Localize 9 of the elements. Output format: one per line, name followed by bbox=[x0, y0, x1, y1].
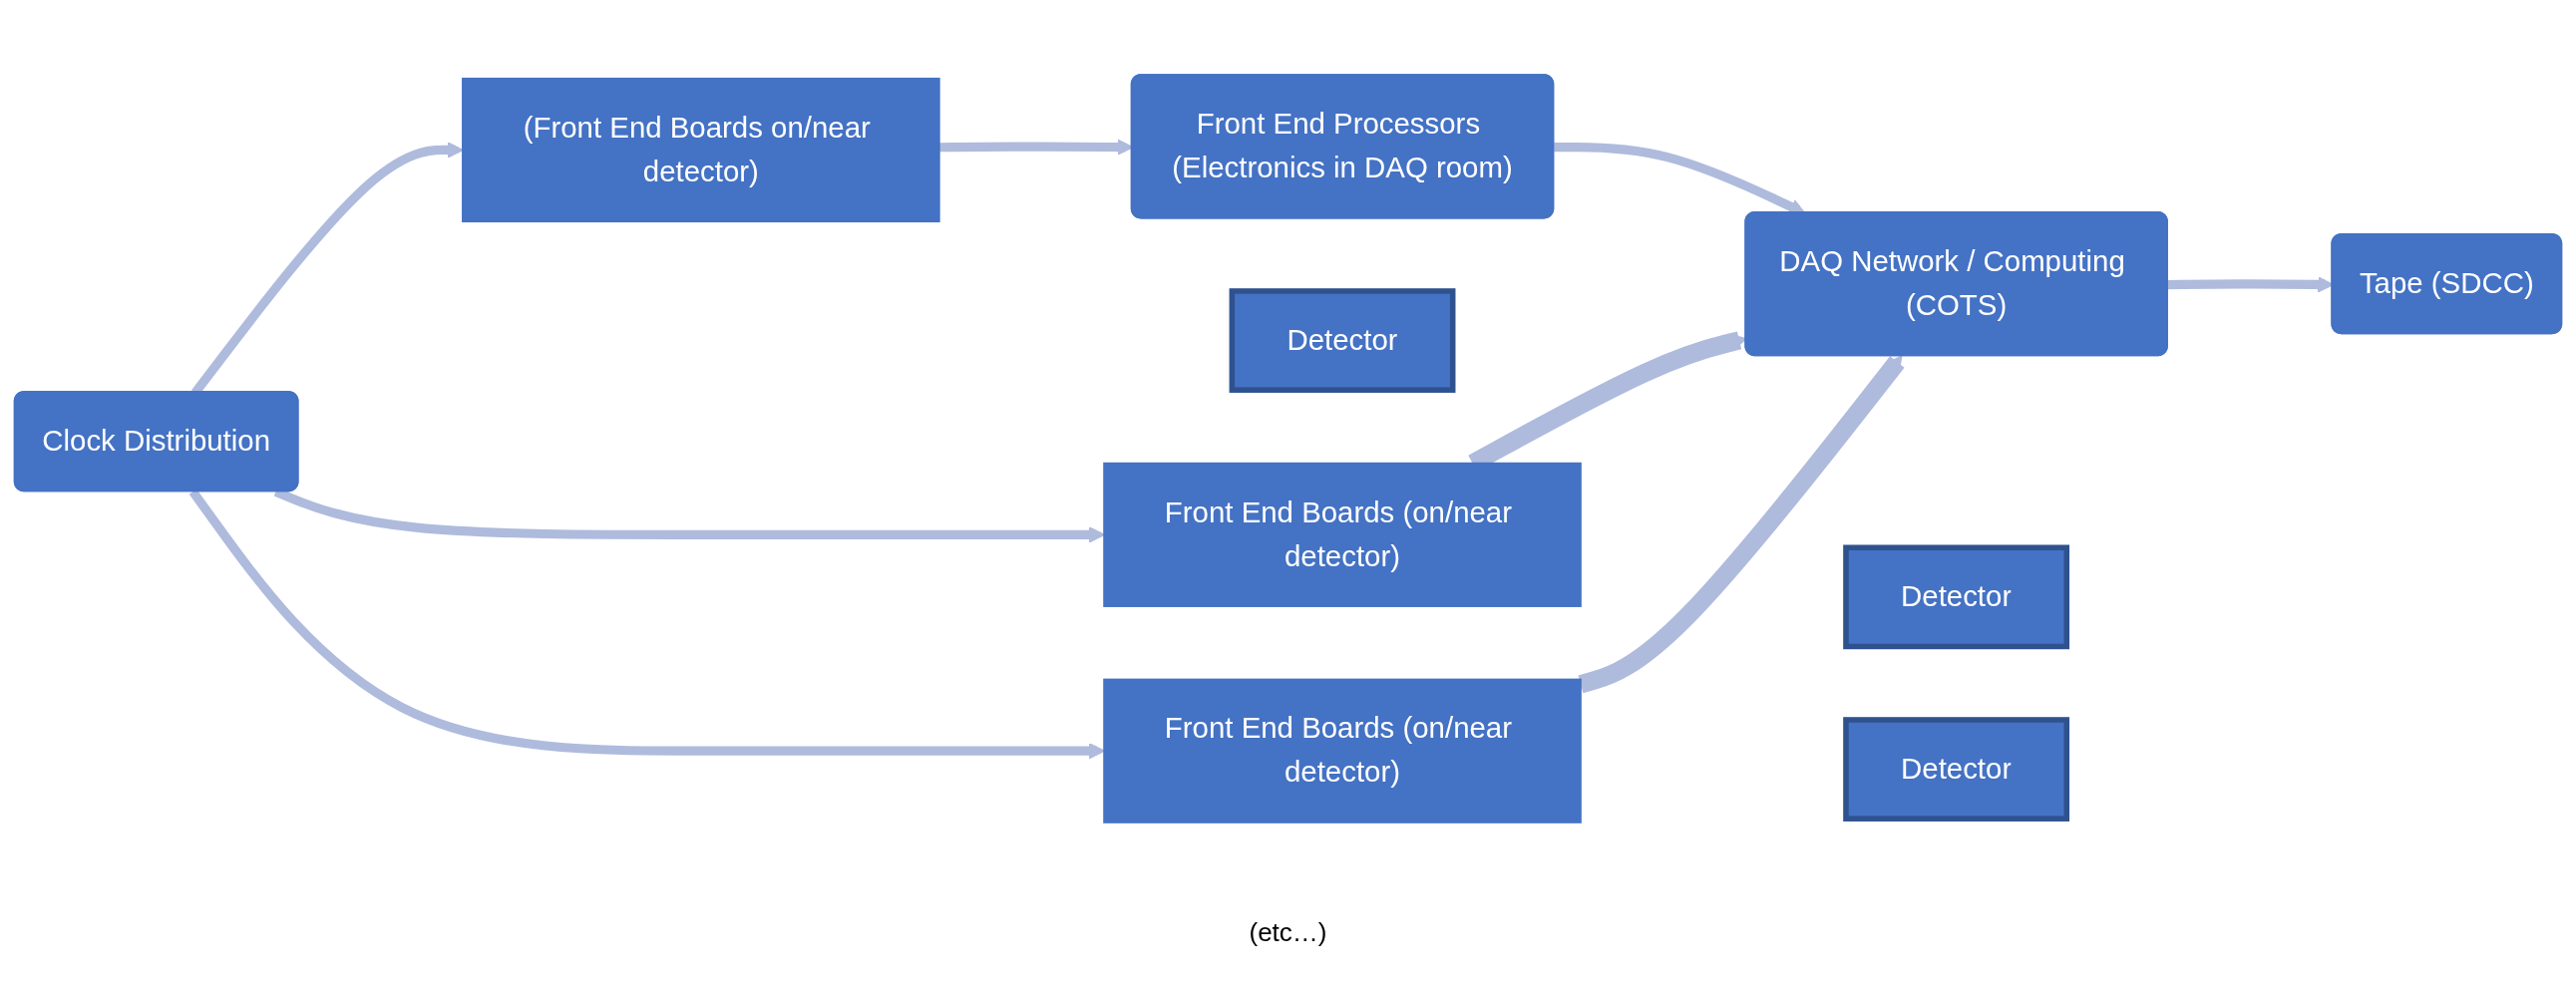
arrow bbox=[1578, 355, 1905, 694]
arrow bbox=[188, 489, 1105, 760]
node-box: Front End Boards (on/near detector) bbox=[1103, 462, 1582, 607]
node-box: (Front End Boards on/near detector) bbox=[462, 77, 940, 223]
node-box: Detector bbox=[1843, 717, 2070, 822]
node-box: Detector bbox=[1229, 288, 1456, 393]
note-text: (etc…) bbox=[1249, 917, 1327, 948]
node-box: Front End Boards (on/near detector) bbox=[1103, 678, 1582, 824]
node-box: Detector bbox=[1843, 544, 2070, 650]
